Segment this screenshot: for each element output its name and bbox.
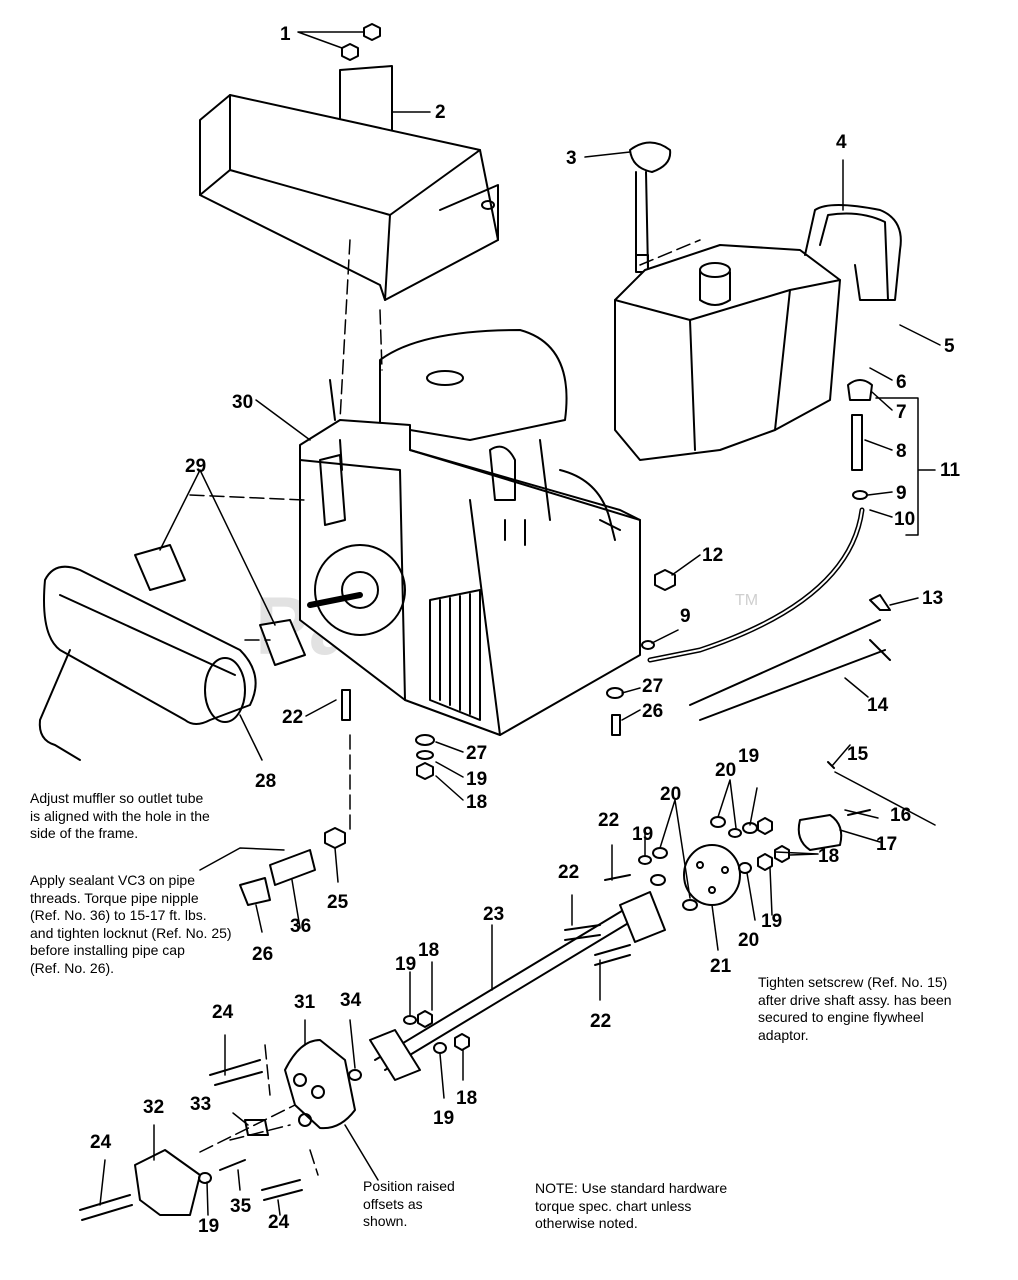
callout-9a: 9 <box>896 483 907 504</box>
callout-19e: 19 <box>433 1108 454 1129</box>
callout-8: 8 <box>896 441 907 462</box>
callout-29: 29 <box>185 456 206 477</box>
part-fuel-tank[interactable] <box>614 244 841 461</box>
callout-14: 14 <box>867 695 889 716</box>
callout-11: 11 <box>940 460 961 481</box>
callout-24c: 24 <box>268 1212 290 1233</box>
callout-1: 1 <box>280 24 291 45</box>
callout-6: 6 <box>896 372 907 393</box>
callout-19b: 19 <box>632 824 653 845</box>
callout-26b: 26 <box>642 701 663 722</box>
callout-24a: 24 <box>212 1002 234 1023</box>
callout-18c: 18 <box>456 1088 477 1109</box>
callout-18b: 18 <box>418 940 439 961</box>
part-tank-strap[interactable] <box>804 204 902 301</box>
part-muffler[interactable] <box>38 565 257 761</box>
callout-13: 13 <box>922 588 943 609</box>
part-engine[interactable] <box>299 329 641 736</box>
leader-lines <box>99 31 941 1216</box>
callout-27b: 27 <box>642 676 663 697</box>
callout-26a: 26 <box>252 944 273 965</box>
callout-19d: 19 <box>395 954 416 975</box>
callout-5: 5 <box>944 336 955 357</box>
callout-18d: 18 <box>466 792 487 813</box>
callout-25: 25 <box>327 892 349 913</box>
callout-34: 34 <box>340 990 362 1011</box>
callout-16: 16 <box>890 805 911 826</box>
callout-32: 32 <box>143 1097 164 1118</box>
callout-3: 3 <box>566 148 577 169</box>
note-raised-offsets: Position raised offsets as shown. <box>363 1178 455 1229</box>
note-torque-spec: NOTE: Use standard hardware torque spec.… <box>535 1180 728 1231</box>
note-setscrew: Tighten setscrew (Ref. No. 15) after dri… <box>758 974 952 1043</box>
callout-19f: 19 <box>198 1216 219 1237</box>
note-sealant: Apply sealant VC3 on pipe threads. Torqu… <box>30 872 232 976</box>
callout-4: 4 <box>836 132 847 153</box>
callout-30: 30 <box>232 392 253 413</box>
callout-27a: 27 <box>466 743 487 764</box>
callout-22c: 22 <box>590 1011 611 1032</box>
callout-21: 21 <box>710 956 732 977</box>
callout-28: 28 <box>255 771 276 792</box>
part-nuts[interactable] <box>341 23 381 61</box>
callout-19c: 19 <box>761 911 782 932</box>
part-pipe-nipple-cap[interactable] <box>239 849 316 906</box>
part-coupler[interactable] <box>79 1039 362 1221</box>
callout-36: 36 <box>290 916 311 937</box>
note-muffler-alignment: Adjust muffler so outlet tube is aligned… <box>30 790 210 841</box>
alignment-lines <box>189 239 701 1176</box>
callout-22a: 22 <box>598 810 619 831</box>
part-muffler-clamps[interactable] <box>134 544 306 666</box>
callout-20b: 20 <box>660 784 681 805</box>
callout-20a: 20 <box>715 760 736 781</box>
part-dipstick[interactable] <box>629 141 672 273</box>
callout-2: 2 <box>435 102 446 123</box>
callout-31: 31 <box>294 992 316 1013</box>
callout-33: 33 <box>190 1094 211 1115</box>
callout-12: 12 <box>702 545 723 566</box>
callout-22d: 22 <box>282 707 303 728</box>
callout-7: 7 <box>896 402 907 423</box>
callout-24b: 24 <box>90 1132 112 1153</box>
part-drive-shaft[interactable] <box>369 874 666 1081</box>
callout-18a: 18 <box>818 846 839 867</box>
callout-19a: 19 <box>738 746 759 767</box>
part-fuel-fittings[interactable] <box>647 379 873 663</box>
part-shroud-cover[interactable] <box>199 65 499 301</box>
callout-23: 23 <box>483 904 504 925</box>
callout-9b: 9 <box>680 606 691 627</box>
callout-15: 15 <box>847 744 869 765</box>
callout-22b: 22 <box>558 862 579 883</box>
callout-10: 10 <box>894 509 915 530</box>
callout-19g: 19 <box>466 769 487 790</box>
callout-17: 17 <box>876 834 897 855</box>
watermark-trademark: TM <box>735 592 759 609</box>
callout-35: 35 <box>230 1196 252 1217</box>
part-throttle-cables[interactable] <box>689 594 891 721</box>
callout-20c: 20 <box>738 930 759 951</box>
part-shaft-hardware[interactable] <box>403 761 835 1054</box>
